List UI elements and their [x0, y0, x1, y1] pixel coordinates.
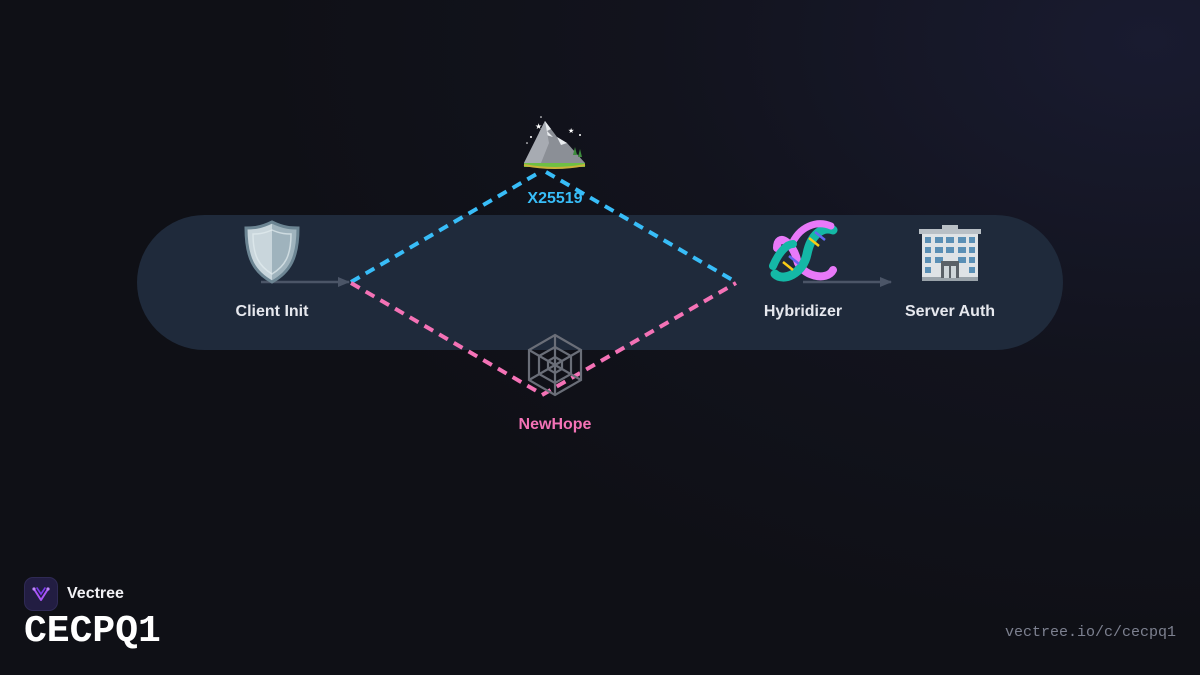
flow-band — [137, 215, 1063, 350]
x25519-path-out — [544, 170, 738, 284]
brand: Vectree — [24, 577, 124, 611]
newhope-path-in — [349, 281, 542, 395]
newhope-label: NewHope — [519, 416, 592, 433]
svg-text:★: ★ — [535, 122, 542, 131]
shield-icon — [244, 220, 300, 284]
dna-icon — [769, 220, 838, 282]
office-building-icon — [919, 225, 981, 281]
mountain-icon: ★ ★ — [523, 116, 586, 169]
client-init-label: Client Init — [236, 303, 310, 320]
hybridizer-label: Hybridizer — [764, 303, 842, 320]
spider-web-icon — [527, 333, 583, 397]
brand-name: Vectree — [67, 585, 124, 602]
page-title: CECPQ1 — [24, 610, 161, 653]
server-auth-label: Server Auth — [905, 303, 995, 320]
svg-text:★: ★ — [568, 127, 574, 135]
x25519-path-in — [349, 170, 542, 284]
x25519-label: X25519 — [527, 190, 582, 207]
page-url: vectree.io/c/cecpq1 — [1004, 624, 1176, 641]
vectree-logo-icon — [24, 577, 58, 611]
